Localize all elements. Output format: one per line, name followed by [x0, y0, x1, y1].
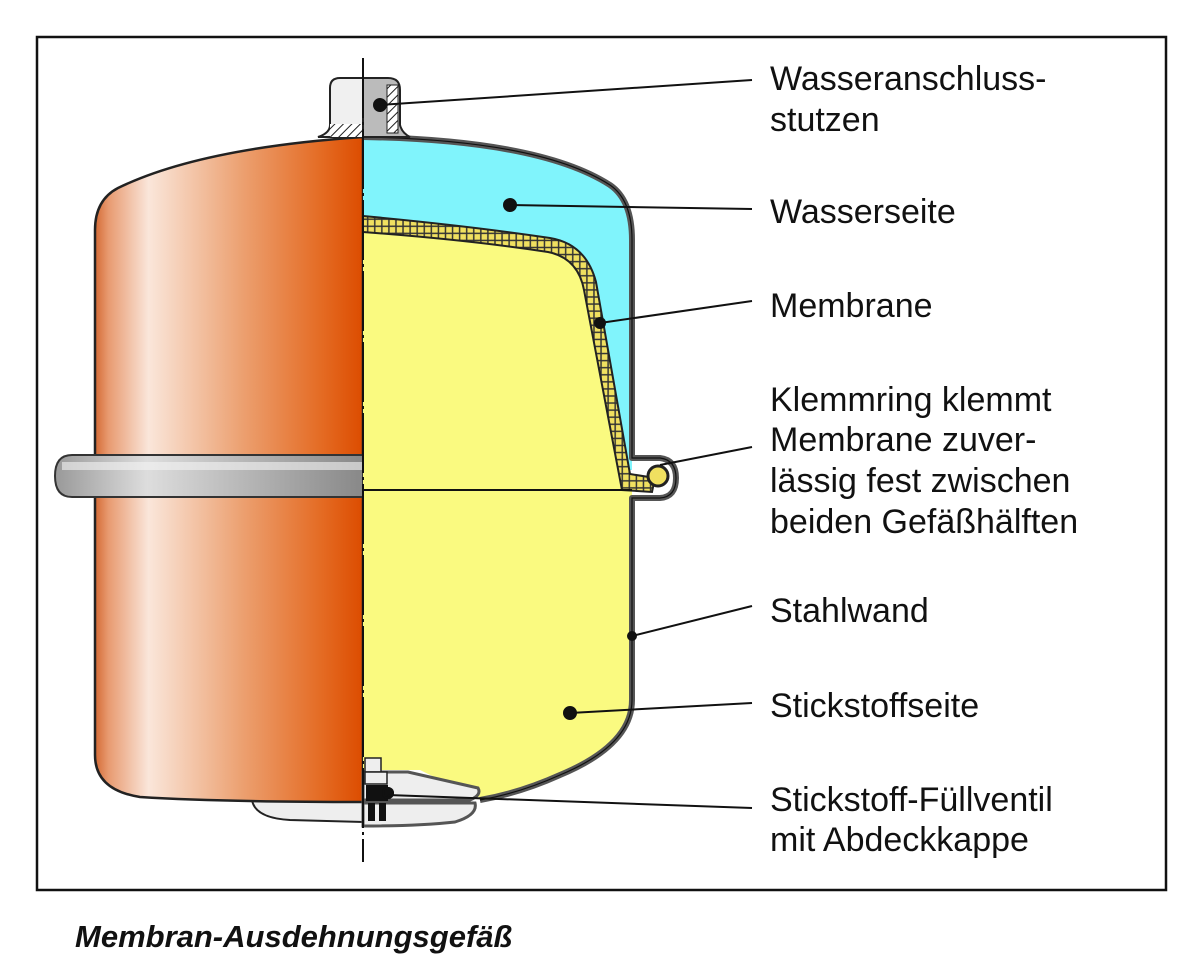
- label-clamp-ring-3: lässig fest zwischen: [770, 462, 1070, 500]
- label-water-side: Wasserseite: [770, 193, 956, 231]
- label-fill-valve-2: mit Abdeckkappe: [770, 821, 1029, 859]
- water-connection-nozzle: [317, 77, 411, 138]
- label-clamp-ring-4: beiden Gefäßhälften: [770, 503, 1078, 541]
- figure-caption: Membran-Ausdehnungsgefäß: [75, 919, 512, 954]
- label-connection-2: stutzen: [770, 101, 880, 139]
- mounting-band: [53, 454, 364, 498]
- label-fill-valve-1: Stickstoff-Füllventil: [770, 781, 1053, 819]
- label-nitrogen-side: Stickstoffseite: [770, 687, 979, 725]
- leader-lines: [373, 79, 753, 809]
- clamp-ring: [646, 464, 670, 488]
- label-steel-wall: Stahlwand: [770, 592, 929, 630]
- nitrogen-side-region: [363, 222, 632, 800]
- label-clamp-ring-2: Membrane zuver-: [770, 421, 1036, 459]
- cover-cap: [250, 799, 364, 824]
- label-connection-1: Wasseranschluss-: [770, 60, 1046, 98]
- diagram-frame: [35, 35, 1168, 892]
- label-membrane: Membrane: [770, 287, 933, 325]
- label-clamp-ring-1: Klemmring klemmt: [770, 381, 1052, 419]
